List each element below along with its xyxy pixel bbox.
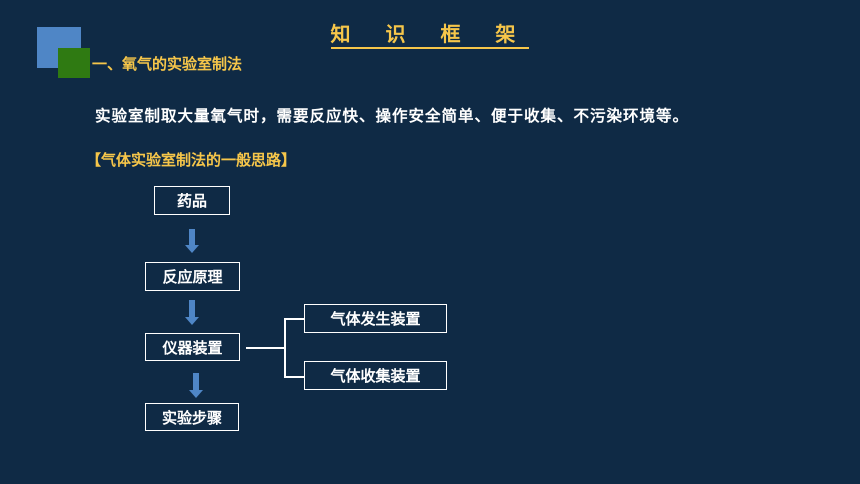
flow-box-apparatus: 仪器装置 (145, 333, 240, 361)
connector-line (246, 347, 284, 349)
section-heading: 一、氧气的实验室制法 (92, 55, 243, 73)
connector-line (284, 376, 304, 378)
connector-line (284, 318, 304, 320)
flow-box-gas-collector: 气体收集装置 (304, 361, 447, 390)
slide-title: 知 识 框 架 (0, 18, 860, 49)
flow-box-reaction-principle: 反应原理 (145, 262, 240, 291)
decorative-green-square (58, 48, 90, 78)
flow-box-procedure: 实验步骤 (145, 403, 239, 431)
intro-text: 实验室制取大量氧气时，需要反应快、操作安全简单、便于收集、不污染环境等。 (95, 107, 690, 125)
flow-box-gas-generator: 气体发生装置 (304, 304, 447, 333)
flow-box-reagents: 药品 (154, 186, 230, 215)
subheading: 【气体实验室制法的一般思路】 (86, 151, 297, 169)
connector-line (284, 318, 286, 377)
